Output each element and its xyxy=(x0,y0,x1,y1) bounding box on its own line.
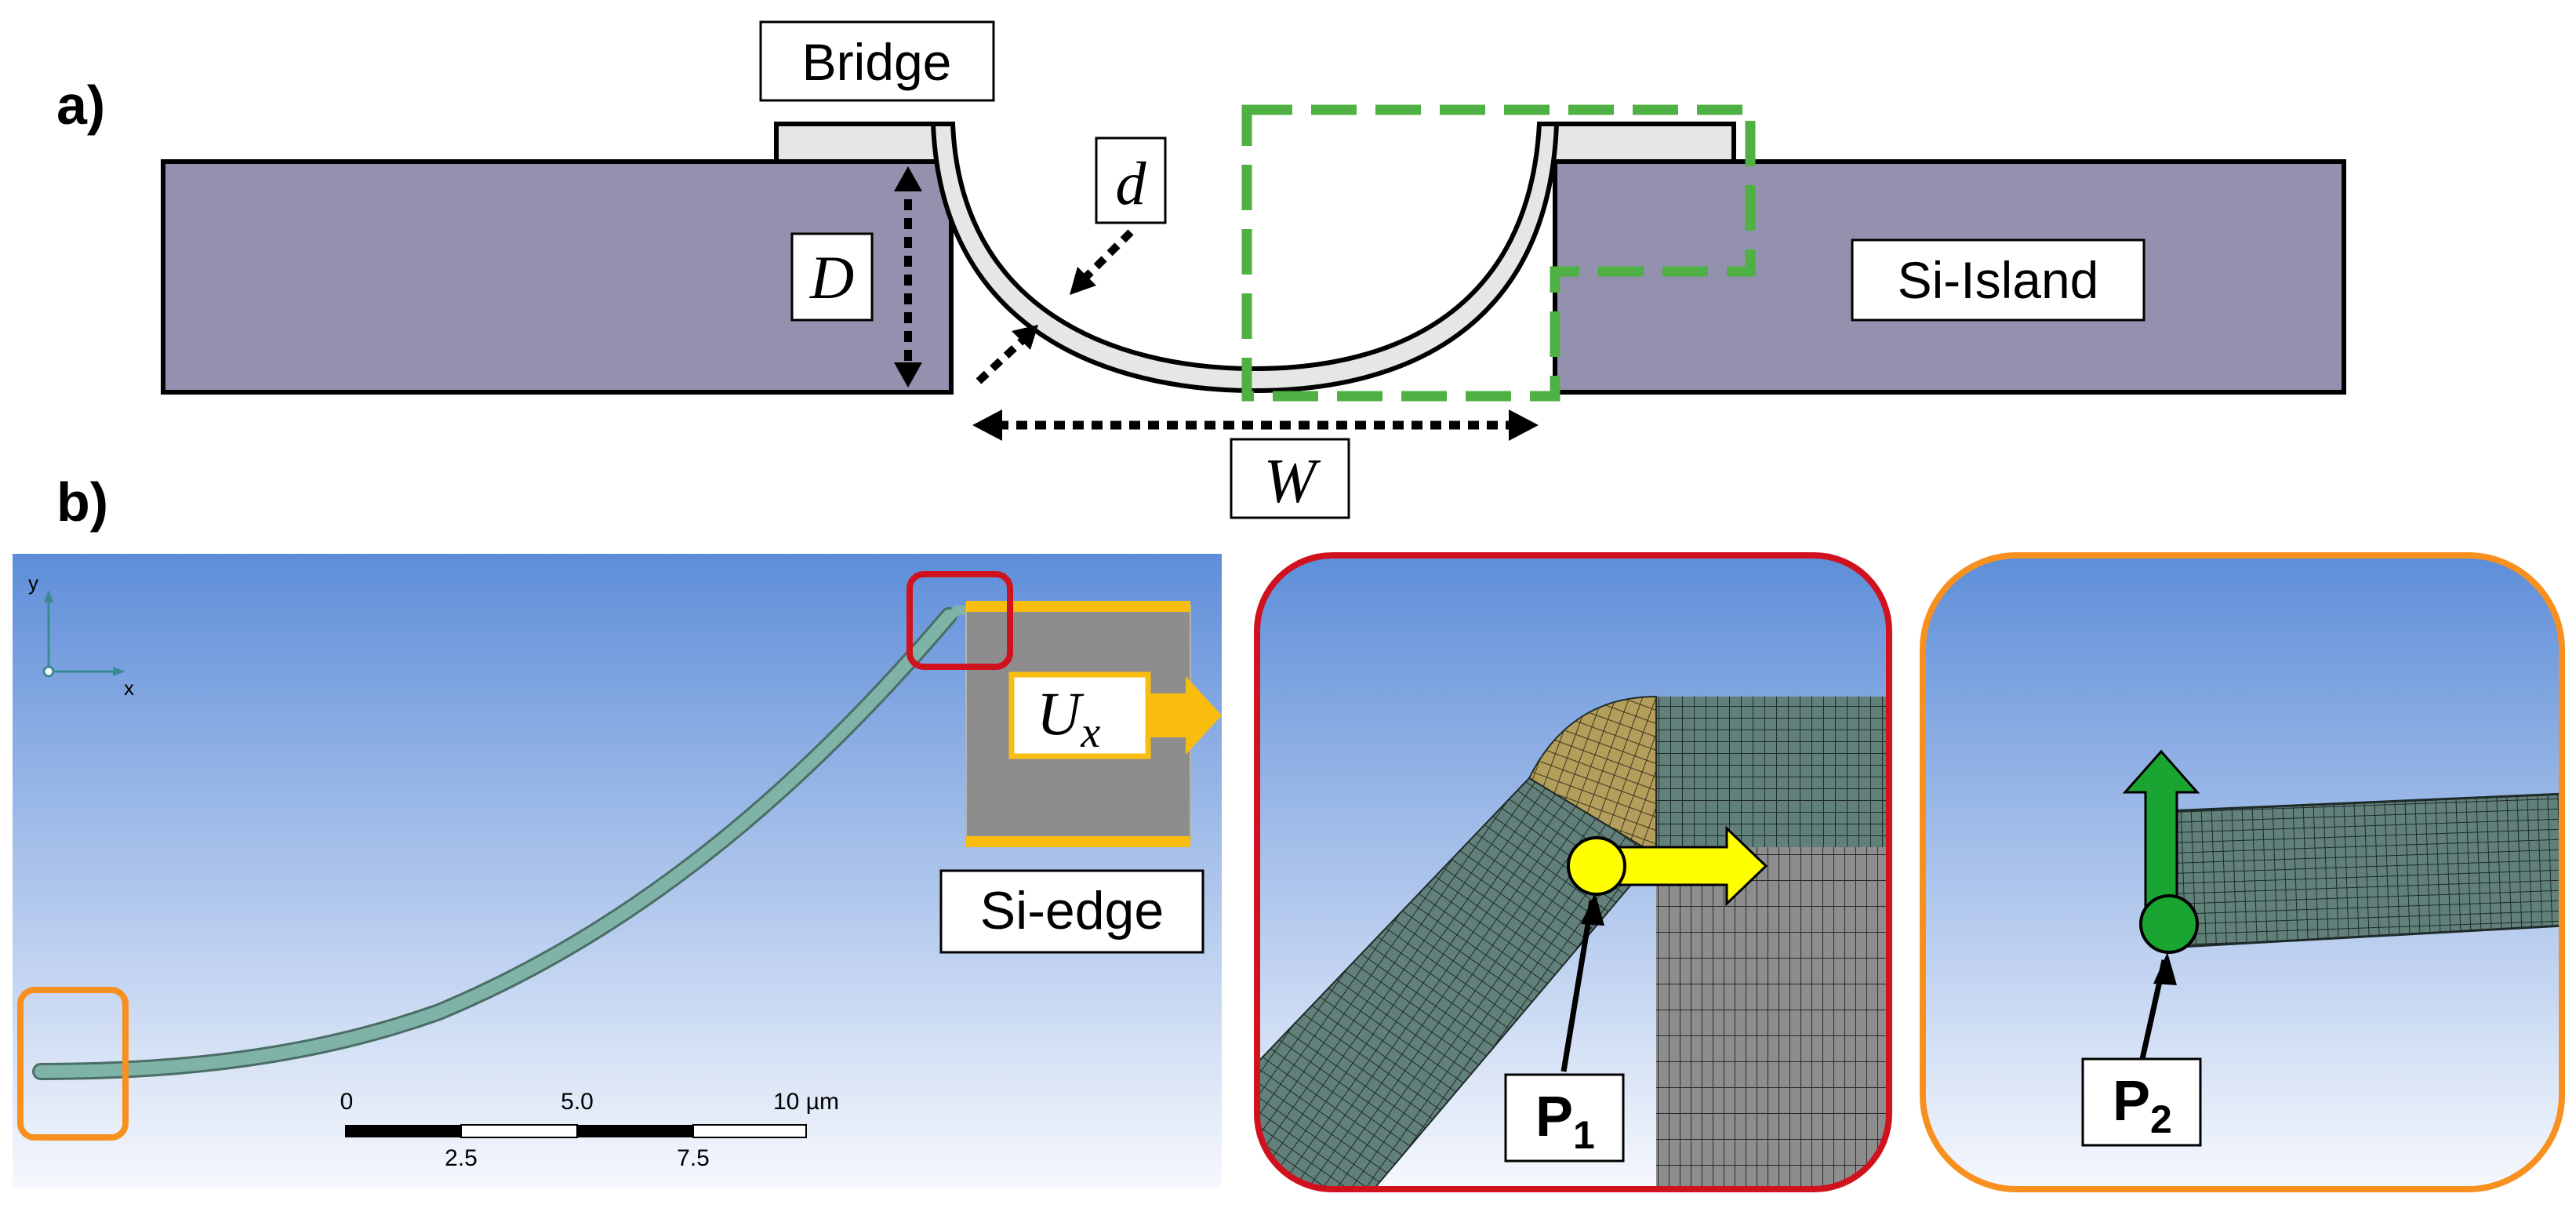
dim-W-label-box xyxy=(1230,438,1350,519)
triad-x-label: x xyxy=(124,676,134,700)
load-ux-arrow xyxy=(1150,676,1222,755)
si-edge-bottom-constraint xyxy=(966,836,1190,847)
scale-segment-2 xyxy=(460,1124,578,1138)
detail-inset-red: P1 xyxy=(1254,552,1892,1192)
triad-y-arrowhead xyxy=(44,590,53,602)
inset-red-pad-mesh xyxy=(1656,697,1889,847)
dim-W-arrowhead-right xyxy=(1509,409,1539,441)
si-island-label-box xyxy=(1851,238,2145,322)
bridge-right-pad xyxy=(1537,122,1736,164)
point-p1-marker xyxy=(1567,836,1626,896)
inset-orange-beam-mesh xyxy=(2164,792,2562,949)
bridge-label: Bridge xyxy=(802,33,952,91)
si-edge-label: Si-edge xyxy=(980,881,1164,941)
bridge-label-box xyxy=(759,20,995,102)
scale-tick-7-5: 7.5 xyxy=(677,1145,710,1171)
dim-d-lower-line xyxy=(976,336,1027,384)
panel-a-tag: a) xyxy=(56,75,105,136)
scale-tick-0: 0 xyxy=(340,1089,354,1115)
dim-d-label: d xyxy=(1116,149,1147,217)
zoom-region-outline xyxy=(1241,104,1756,402)
dim-d-upper-line xyxy=(1081,229,1134,282)
scale-tick-5: 5.0 xyxy=(561,1089,594,1115)
panel-b: b) y x Ux xyxy=(13,471,2565,1192)
p1-label: P1 xyxy=(1535,1086,1595,1157)
coordinate-triad: y x xyxy=(28,571,134,700)
panel-a: a) Bridge Si-Island D d xyxy=(56,20,2346,519)
panel-b-tag: b) xyxy=(56,471,108,533)
scale-segment-3 xyxy=(577,1125,693,1137)
dim-D-label-box xyxy=(790,232,874,322)
dim-W-label: W xyxy=(1264,447,1321,516)
dim-D-arrowhead-bottom xyxy=(894,362,922,388)
dim-W-arrowhead-left xyxy=(972,409,1002,441)
scale-bar: 0 5.0 10 µm 2.5 7.5 xyxy=(340,1089,839,1171)
highlight-box-orange xyxy=(17,987,129,1141)
dim-d-upper-arrowhead xyxy=(1070,267,1096,295)
scale-tick-10: 10 µm xyxy=(773,1089,839,1115)
dim-d-label-box xyxy=(1095,136,1167,224)
triad-x-arrowhead xyxy=(113,667,125,676)
si-edge-top-constraint xyxy=(966,601,1190,612)
point-p2-marker xyxy=(2139,894,2199,954)
p1-label-box xyxy=(1504,1073,1625,1163)
detail-inset-orange: P2 xyxy=(1920,552,2565,1192)
p1-pointer-line xyxy=(1560,900,1595,1072)
scale-segment-1 xyxy=(345,1125,461,1137)
inset-red-load-arrow xyxy=(1604,825,1768,907)
dim-D-label: D xyxy=(809,243,854,311)
inset-orange-frame xyxy=(1920,552,2565,1192)
p2-label-box xyxy=(2081,1057,2202,1147)
scale-segment-4 xyxy=(692,1124,807,1138)
simulation-viewport: y x Ux Si-edge xyxy=(13,554,1222,1188)
triad-y-label: y xyxy=(28,571,38,595)
inset-red-frame xyxy=(1254,552,1892,1192)
p1-pointer-arrowhead xyxy=(1581,893,1604,926)
curved-bridge xyxy=(930,122,1560,394)
p2-pointer-arrowhead xyxy=(2153,952,2177,985)
si-island-label: Si-Island xyxy=(1898,251,2099,309)
inset-red-corner-mesh xyxy=(1528,695,1657,857)
inset-red-beam-mesh xyxy=(1257,777,1658,1189)
beam-connector xyxy=(939,606,966,628)
dim-d-lower-arrowhead xyxy=(1012,325,1038,350)
load-ux-label: Ux xyxy=(1037,679,1100,757)
scale-tick-2-5: 2.5 xyxy=(445,1145,478,1171)
dim-D-arrowhead-top xyxy=(894,166,922,191)
highlight-box-red xyxy=(907,571,1013,670)
si-edge-label-box xyxy=(939,869,1204,954)
inset-red-si-mesh xyxy=(1656,847,1889,1189)
p2-label: P2 xyxy=(2113,1070,2172,1141)
deformed-beam xyxy=(35,610,955,1078)
load-ux-box xyxy=(1008,671,1151,759)
triad-origin xyxy=(42,665,55,678)
bridge-left-pad xyxy=(774,122,955,164)
